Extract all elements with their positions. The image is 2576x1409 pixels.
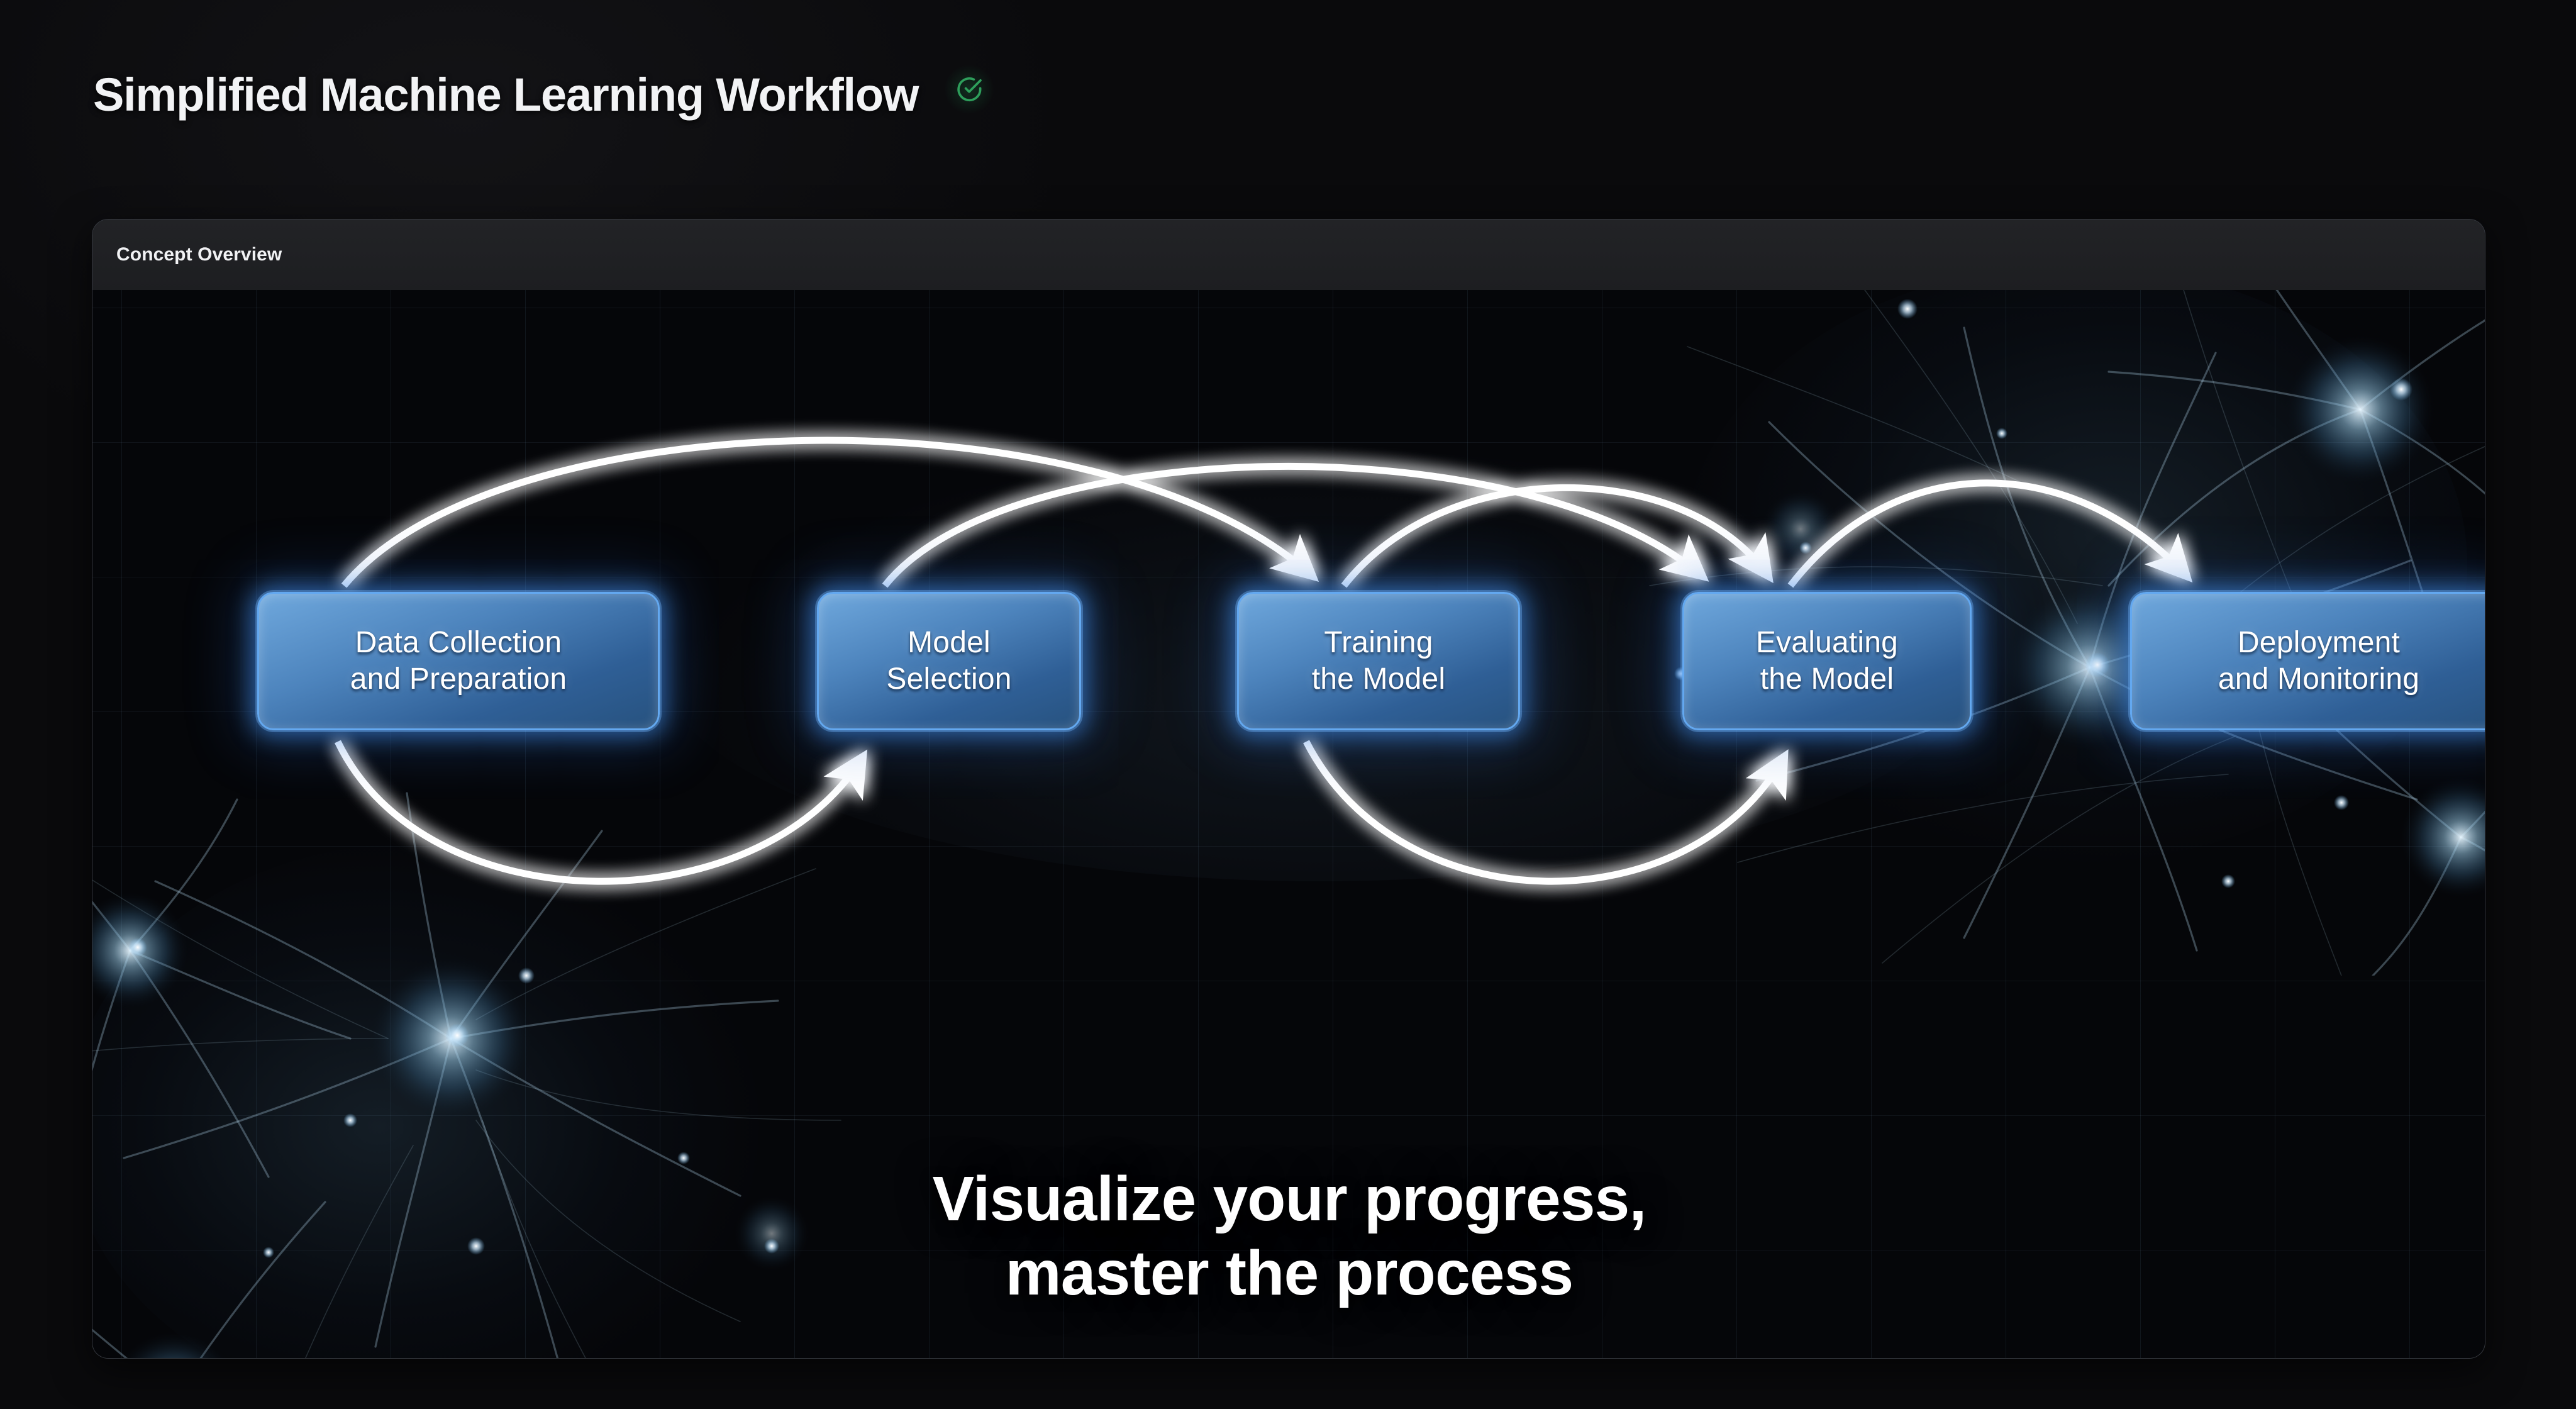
page-header: Simplified Machine Learning Workflow (93, 64, 994, 121)
workflow-node-label: Training the Model (1311, 626, 1446, 696)
circle-check-icon (955, 75, 984, 104)
workflow-node-data-collection[interactable]: Data Collection and Preparation (257, 592, 660, 730)
page-title: Simplified Machine Learning Workflow (93, 69, 919, 121)
workflow-diagram-canvas: Data Collection and Preparation Model Se… (92, 290, 2485, 1358)
workflow-node-training[interactable]: Training the Model (1237, 592, 1520, 730)
diagram-caption: Visualize your progress, master the proc… (932, 1164, 1647, 1308)
card-header: Concept Overview (92, 220, 2485, 290)
workflow-node-model-selection[interactable]: Model Selection (817, 592, 1081, 730)
workflow-node-label: Model Selection (886, 626, 1012, 696)
status-badge (945, 64, 994, 114)
concept-overview-card: Concept Overview (92, 219, 2485, 1359)
workflow-node-deployment[interactable]: Deployment and Monitoring (2130, 592, 2485, 730)
workflow-node-label: Deployment and Monitoring (2218, 626, 2420, 696)
card-header-title: Concept Overview (116, 244, 282, 265)
workflow-node-evaluating[interactable]: Evaluating the Model (1682, 592, 1972, 730)
workflow-node-row: Data Collection and Preparation Model Se… (92, 592, 2485, 730)
workflow-node-label: Data Collection and Preparation (350, 626, 567, 696)
workflow-node-label: Evaluating the Model (1755, 626, 1899, 696)
